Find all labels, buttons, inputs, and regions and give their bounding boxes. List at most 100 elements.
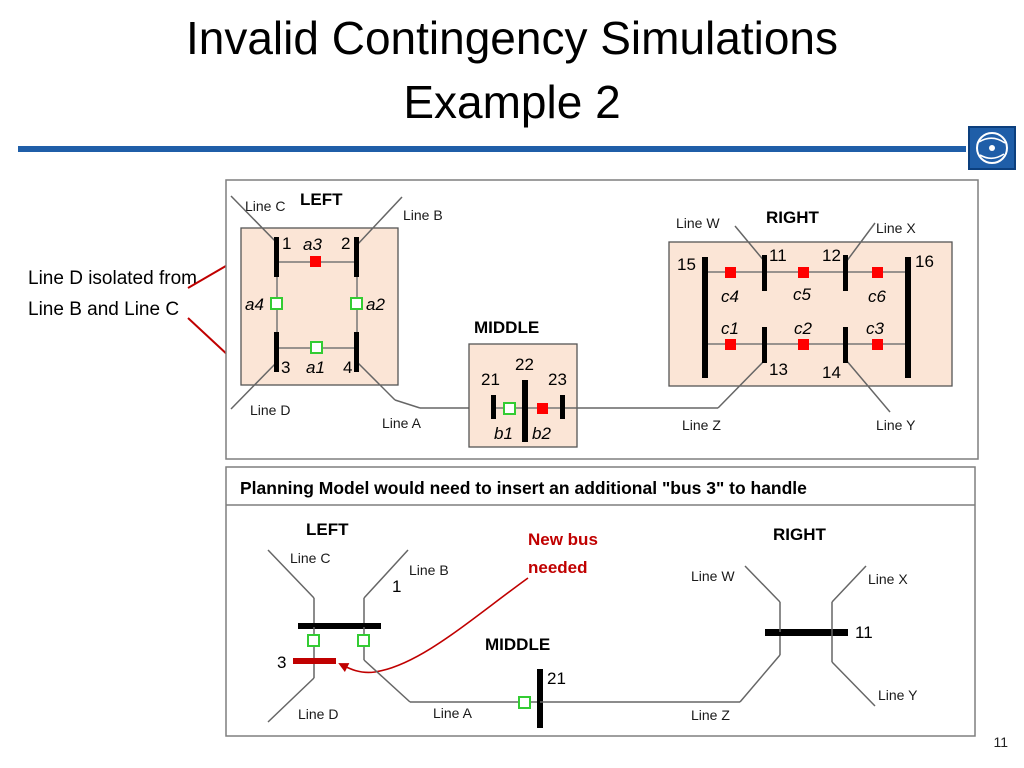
line-a-top [356, 361, 396, 401]
right-substation-box [668, 241, 953, 387]
bus-15-label: 15 [677, 255, 696, 274]
breaker-c4-label: c4 [721, 287, 739, 306]
line-w-top [734, 225, 766, 263]
bus-11 [762, 255, 767, 291]
bottom-bus-21-label: 21 [547, 669, 566, 688]
line-d-top [230, 361, 278, 410]
breaker-c3-label: c3 [866, 319, 885, 338]
line-x-label: Line X [876, 220, 916, 236]
breaker-c2 [798, 339, 809, 350]
breaker-b1-label: b1 [494, 424, 513, 443]
breaker-c5 [798, 267, 809, 278]
middle-station-label: MIDDLE [474, 318, 539, 337]
bottom-bus-11 [765, 629, 848, 636]
slide-title-line-2: Example 2 [403, 76, 621, 128]
breaker-c4 [725, 267, 736, 278]
bottom-line-d [267, 677, 315, 723]
bottom-breaker-middle [518, 696, 531, 709]
new-bus-callout-line-1: New bus [528, 530, 598, 549]
bus-22 [522, 380, 528, 442]
annotation-note: Line D isolated from Line B and Line C [28, 268, 197, 320]
line-x-top [845, 222, 876, 263]
bottom-line-c-label: Line C [290, 550, 330, 566]
right-station-label: RIGHT [766, 208, 820, 227]
bus-4 [354, 332, 359, 372]
breaker-c6 [872, 267, 883, 278]
line-a-label: Line A [382, 415, 422, 431]
breaker-a4 [270, 297, 283, 310]
breaker-a1 [310, 341, 323, 354]
breaker-b1 [503, 402, 516, 415]
breaker-a2-label: a2 [366, 295, 385, 314]
bottom-line-z-2 [739, 654, 781, 703]
left-substation-box [240, 227, 399, 386]
line-d-label: Line D [250, 402, 290, 418]
breaker-c2-label: c2 [794, 319, 813, 338]
bottom-line-a-1 [363, 659, 411, 703]
bottom-line-x-label: Line X [868, 571, 908, 587]
breaker-c1 [725, 339, 736, 350]
bus-22-label: 22 [515, 355, 534, 374]
bus-11-label: 11 [769, 246, 787, 265]
line-w-label: Line W [676, 215, 720, 231]
bus-23 [560, 395, 565, 419]
bottom-middle-station-label: MIDDLE [485, 635, 550, 654]
breaker-a2 [350, 297, 363, 310]
title-rule [18, 146, 966, 152]
bus-3 [274, 332, 279, 372]
left-station-label: LEFT [300, 190, 343, 209]
bus-13-label: 13 [769, 360, 788, 379]
bottom-bus-3-label: 3 [277, 653, 286, 672]
breaker-a3 [310, 256, 321, 267]
bottom-right-station-label: RIGHT [773, 525, 827, 544]
breaker-c6-label: c6 [868, 287, 887, 306]
bus-3-label: 3 [281, 358, 290, 377]
line-y-top [845, 359, 891, 413]
breaker-b2-label: b2 [532, 424, 551, 443]
bottom-line-d-label: Line D [298, 706, 338, 722]
bus-15 [702, 257, 708, 378]
breaker-c3 [872, 339, 883, 350]
new-bus-callout-line-2: needed [528, 558, 588, 577]
bottom-bus-21 [537, 669, 543, 728]
bus-16-label: 16 [915, 252, 934, 271]
bus-2 [354, 237, 359, 277]
bottom-line-b-label: Line B [409, 562, 449, 578]
bus-23-label: 23 [548, 370, 567, 389]
bottom-line-y [831, 661, 876, 707]
bus-4-label: 4 [343, 358, 352, 377]
bottom-line-a-label: Line A [433, 705, 473, 721]
bus-16 [905, 257, 911, 378]
line-b-label: Line B [403, 207, 443, 223]
bus-14 [843, 327, 848, 363]
bottom-line-c [267, 549, 315, 599]
breaker-a1-label: a1 [306, 358, 325, 377]
bottom-breaker-left [307, 634, 320, 647]
bottom-bus-1 [298, 623, 381, 629]
breaker-a4-label: a4 [245, 295, 264, 314]
bottom-line-b [363, 549, 409, 599]
bottom-line-w [744, 565, 781, 603]
bus-13 [762, 327, 767, 363]
bottom-breaker-right [357, 634, 370, 647]
bus-14-label: 14 [822, 363, 841, 382]
bottom-line-w-label: Line W [691, 568, 735, 584]
bus-21-label: 21 [481, 370, 500, 389]
bottom-bus-1-label: 1 [392, 577, 401, 596]
globe-logo-icon [968, 126, 1016, 170]
breaker-a3-label: a3 [303, 235, 322, 254]
bottom-left-station-label: LEFT [306, 520, 349, 539]
bottom-line-y-label: Line Y [878, 687, 918, 703]
bus-12 [843, 255, 848, 291]
line-c-top [230, 195, 278, 244]
line-y-label: Line Y [876, 417, 916, 433]
line-a-top-2 [394, 399, 421, 409]
bottom-line-x [831, 565, 867, 603]
breaker-c1-label: c1 [721, 319, 739, 338]
line-z-label: Line Z [682, 417, 721, 433]
line-z-top [717, 359, 766, 409]
new-bus-3 [293, 658, 336, 664]
breaker-b2 [537, 403, 548, 414]
bottom-line-z-label: Line Z [691, 707, 730, 723]
